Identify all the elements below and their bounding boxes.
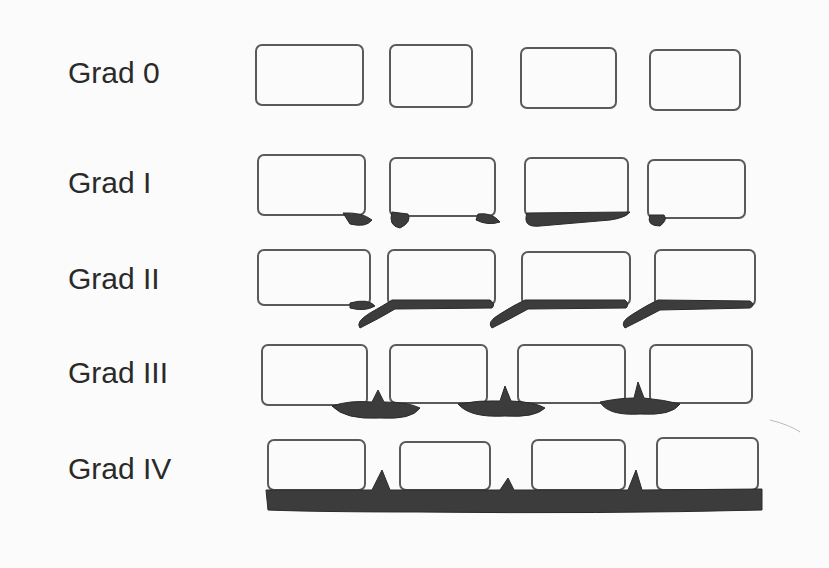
grade-label: Grad I: [68, 166, 151, 199]
grade-label: Grad IV: [68, 452, 171, 485]
grade-label: Grad III: [68, 356, 168, 389]
grade-label: Grad 0: [68, 56, 160, 89]
grade-label: Grad II: [68, 262, 160, 295]
